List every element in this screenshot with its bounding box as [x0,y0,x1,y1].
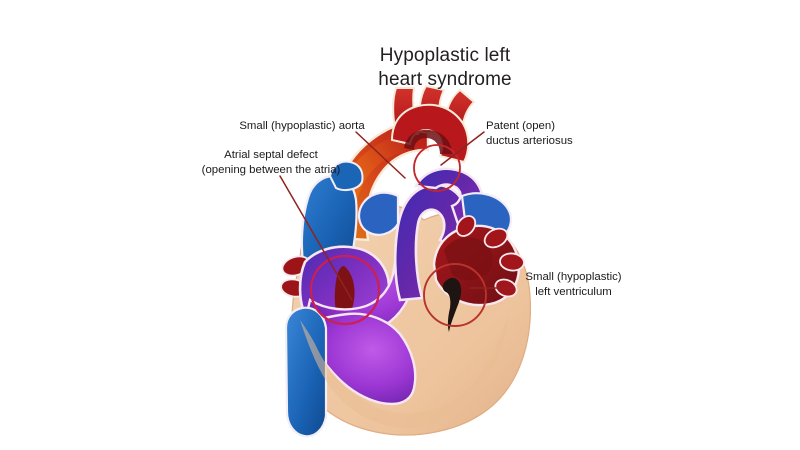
label-small-hypoplastic-left-ventriculum: Small (hypoplastic) left ventriculum [525,271,622,299]
label-small-hypoplastic-aorta: Small (hypoplastic) aorta [239,120,365,132]
lv-highlight-circle [423,263,487,327]
hypoplastic-left-ventricle [442,277,462,332]
left-brachiocephalic-vein [328,160,364,191]
leader-asd [279,175,353,301]
pulmonary-vein-stubs-right [455,215,525,298]
highlight-circles [309,144,487,327]
myocardium-apex-rim [300,314,508,428]
page-title: Hypoplastic left heart syndrome [378,45,512,91]
label-patent-ductus-arteriosus: Patent (open) ductus arteriosus [486,120,573,148]
leader-aorta [355,131,406,179]
right-ventricle [302,226,417,406]
pulmonary-artery-trunk [358,167,512,302]
label-atrial-septal-defect: Atrial septal defect (opening between th… [201,149,341,177]
pda-highlight-circle [413,144,461,192]
leader-pda [440,131,485,166]
inferior-vena-cava [284,306,328,438]
asd-highlight-circle [309,254,381,326]
leader-lines [279,131,514,301]
